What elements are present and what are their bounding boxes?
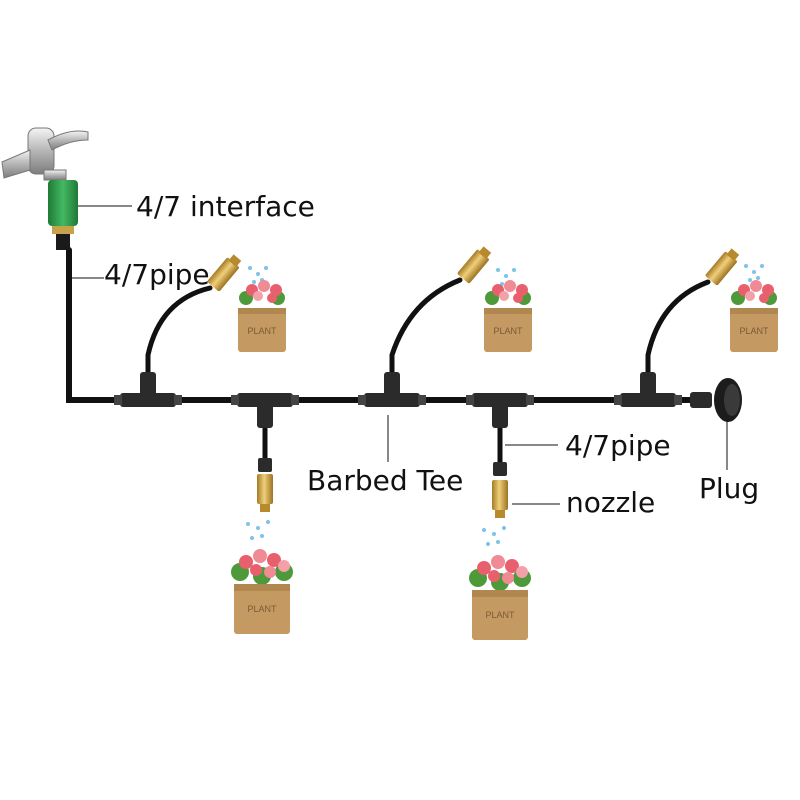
plant-pot-icon: PLANT PLANT PLANT PLANT	[231, 280, 778, 640]
label-interface: 4/7 interface	[136, 190, 315, 223]
pot-label: PLANT	[247, 326, 277, 336]
connector-icon	[48, 180, 78, 250]
nozzle-icon	[207, 246, 740, 518]
label-pipe-top: 4/7pipe	[104, 258, 210, 291]
pot-label: PLANT	[485, 610, 515, 620]
label-nozzle: nozzle	[566, 486, 655, 519]
label-pipe-bottom: 4/7pipe	[565, 429, 671, 462]
barbed-tee-icon	[114, 372, 682, 476]
leader-lines	[70, 205, 728, 505]
label-plug: Plug	[699, 472, 759, 505]
pot-label: PLANT	[739, 326, 769, 336]
pot-label: PLANT	[247, 604, 277, 614]
pot-label: PLANT	[493, 326, 523, 336]
plug-icon	[690, 378, 742, 422]
label-barbed-tee: Barbed Tee	[307, 464, 463, 497]
faucet-icon	[1, 127, 89, 181]
